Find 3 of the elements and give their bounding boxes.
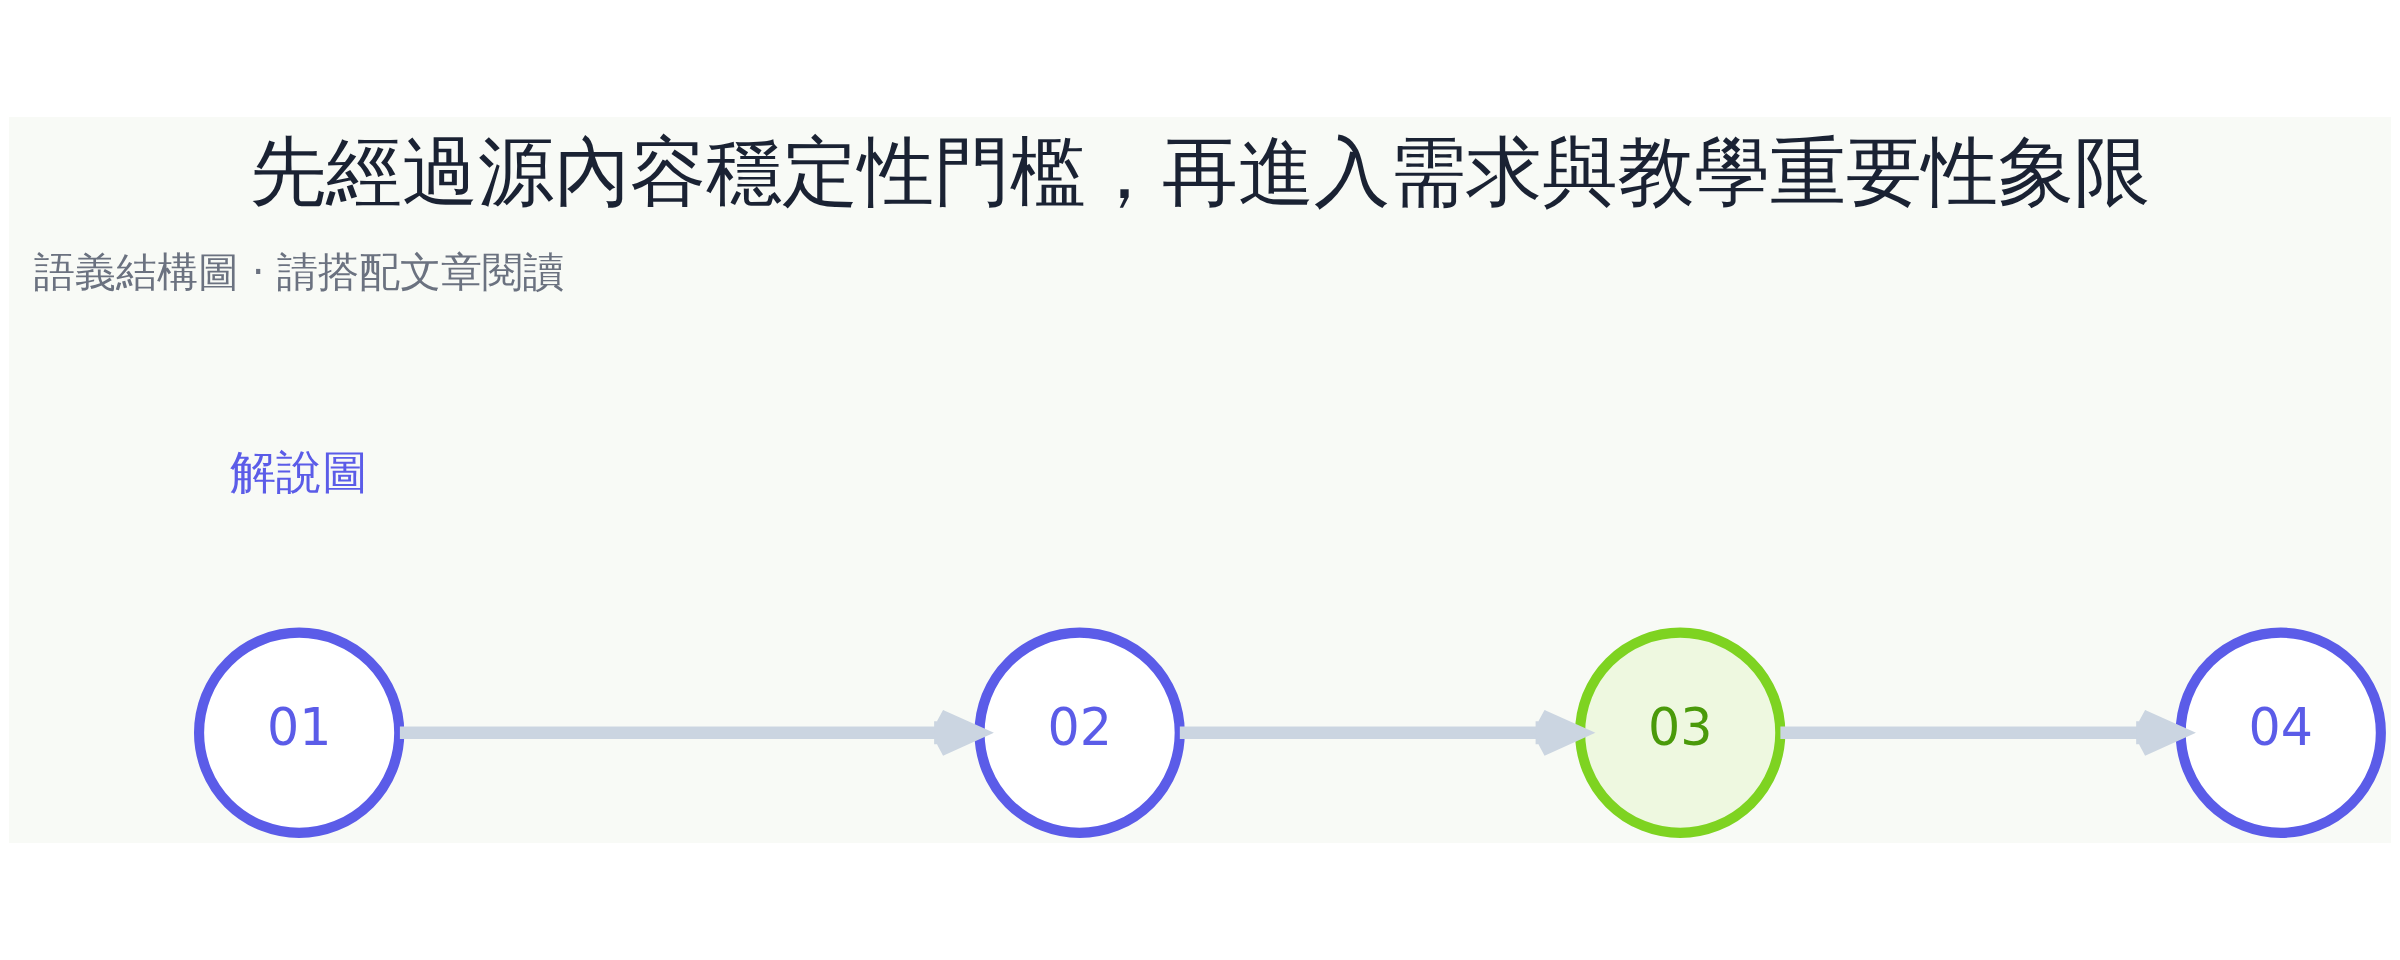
caption: 語義結構圖 · 請搭配文章閱讀: [33, 248, 565, 297]
label: 解說圖: [230, 445, 369, 499]
diagram-title: 先經過源內容穩定性門檻，再進入需求與教學重要性象限: [250, 127, 2150, 217]
